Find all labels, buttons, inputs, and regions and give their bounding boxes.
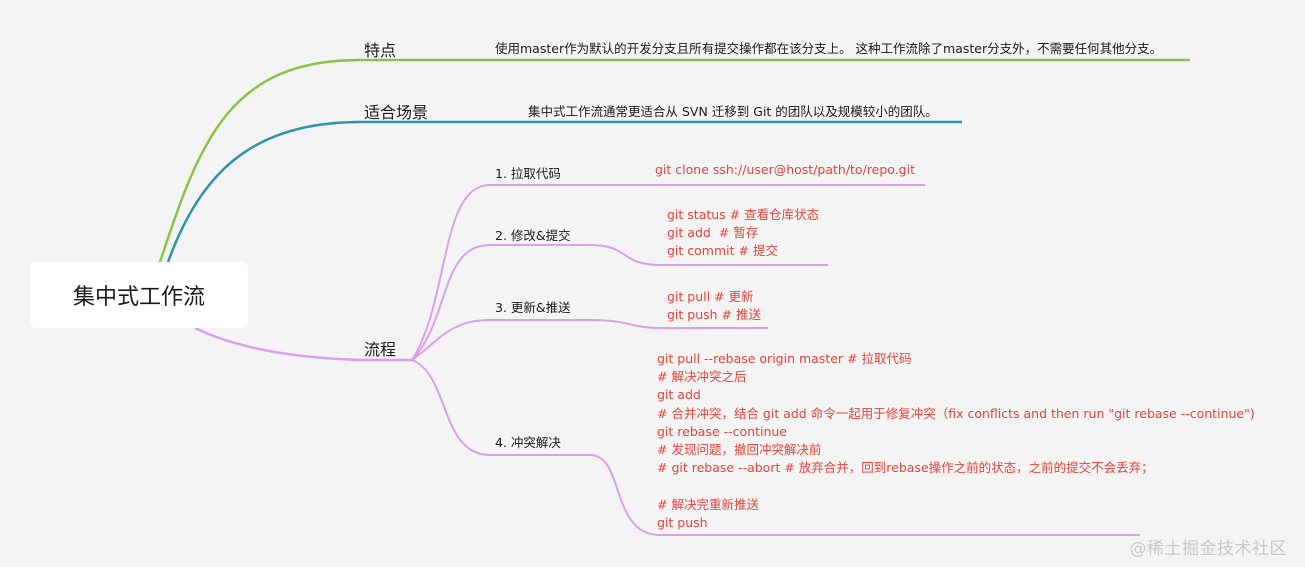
code-line: # git rebase --abort # 放弃合并，回到rebase操作之前… [657, 460, 1154, 476]
step-2-label[interactable]: 2. 修改&提交 [495, 228, 571, 243]
root-label: 集中式工作流 [72, 285, 205, 310]
branch-scenario-desc: 集中式工作流通常更适合从 SVN 迁移到 Git 的团队以及规模较小的团队。 [528, 104, 938, 119]
connector-features [158, 58, 1190, 263]
code-line: git add # 暂存 [667, 225, 759, 241]
step-1-code: git clone ssh://user@host/path/to/repo.g… [655, 161, 915, 179]
code-line: git pull --rebase origin master # 拉取代码 [657, 351, 912, 366]
code-line: # 合并冲突，结合 git add 命令一起用于修复冲突（fix conflic… [657, 405, 1255, 421]
code-line: git add [657, 387, 701, 403]
branch-scenario-label[interactable]: 适合场景 [364, 103, 429, 122]
connector-step-4 [411, 359, 1140, 536]
code-line: git status # 查看仓库状态 [667, 207, 820, 222]
code-line: # 发现问题，撤回冲突解决前 [657, 442, 822, 458]
step-4-code: git pull --rebase origin master # 拉取代码 #… [657, 350, 1255, 532]
watermark: @稀土掘金技术社区 [1129, 539, 1287, 559]
connector-step-3 [411, 319, 768, 361]
root-node[interactable]: 集中式工作流 [30, 262, 248, 328]
code-line: git commit # 提交 [667, 243, 778, 259]
code-line: git push # 推送 [667, 307, 761, 323]
code-line: git rebase --continue [657, 423, 787, 439]
connector-step-1 [411, 184, 925, 361]
code-line: # 解决冲突之后 [657, 369, 747, 385]
connector-step-2 [411, 244, 828, 361]
branch-process-label[interactable]: 流程 [364, 340, 397, 359]
connector-scenario [166, 120, 962, 263]
code-line: git push [657, 514, 708, 530]
step-4-label[interactable]: 4. 冲突解决 [495, 435, 561, 450]
code-line: # 解决完重新推送 [657, 496, 759, 512]
branch-features-label[interactable]: 特点 [364, 41, 397, 60]
code-line [657, 477, 1255, 495]
code-line: git pull # 更新 [667, 289, 754, 304]
branch-features-desc: 使用master作为默认的开发分支且所有提交操作都在该分支上。 这种工作流除了m… [495, 41, 1163, 56]
step-3-label[interactable]: 3. 更新&推送 [495, 300, 571, 315]
step-1-label[interactable]: 1. 拉取代码 [495, 166, 561, 181]
step-3-code: git pull # 更新 git push # 推送 [667, 288, 761, 324]
connector-process [194, 326, 412, 362]
step-2-code: git status # 查看仓库状态 git add # 暂存 git com… [667, 206, 819, 261]
code-line: git clone ssh://user@host/path/to/repo.g… [655, 162, 915, 177]
